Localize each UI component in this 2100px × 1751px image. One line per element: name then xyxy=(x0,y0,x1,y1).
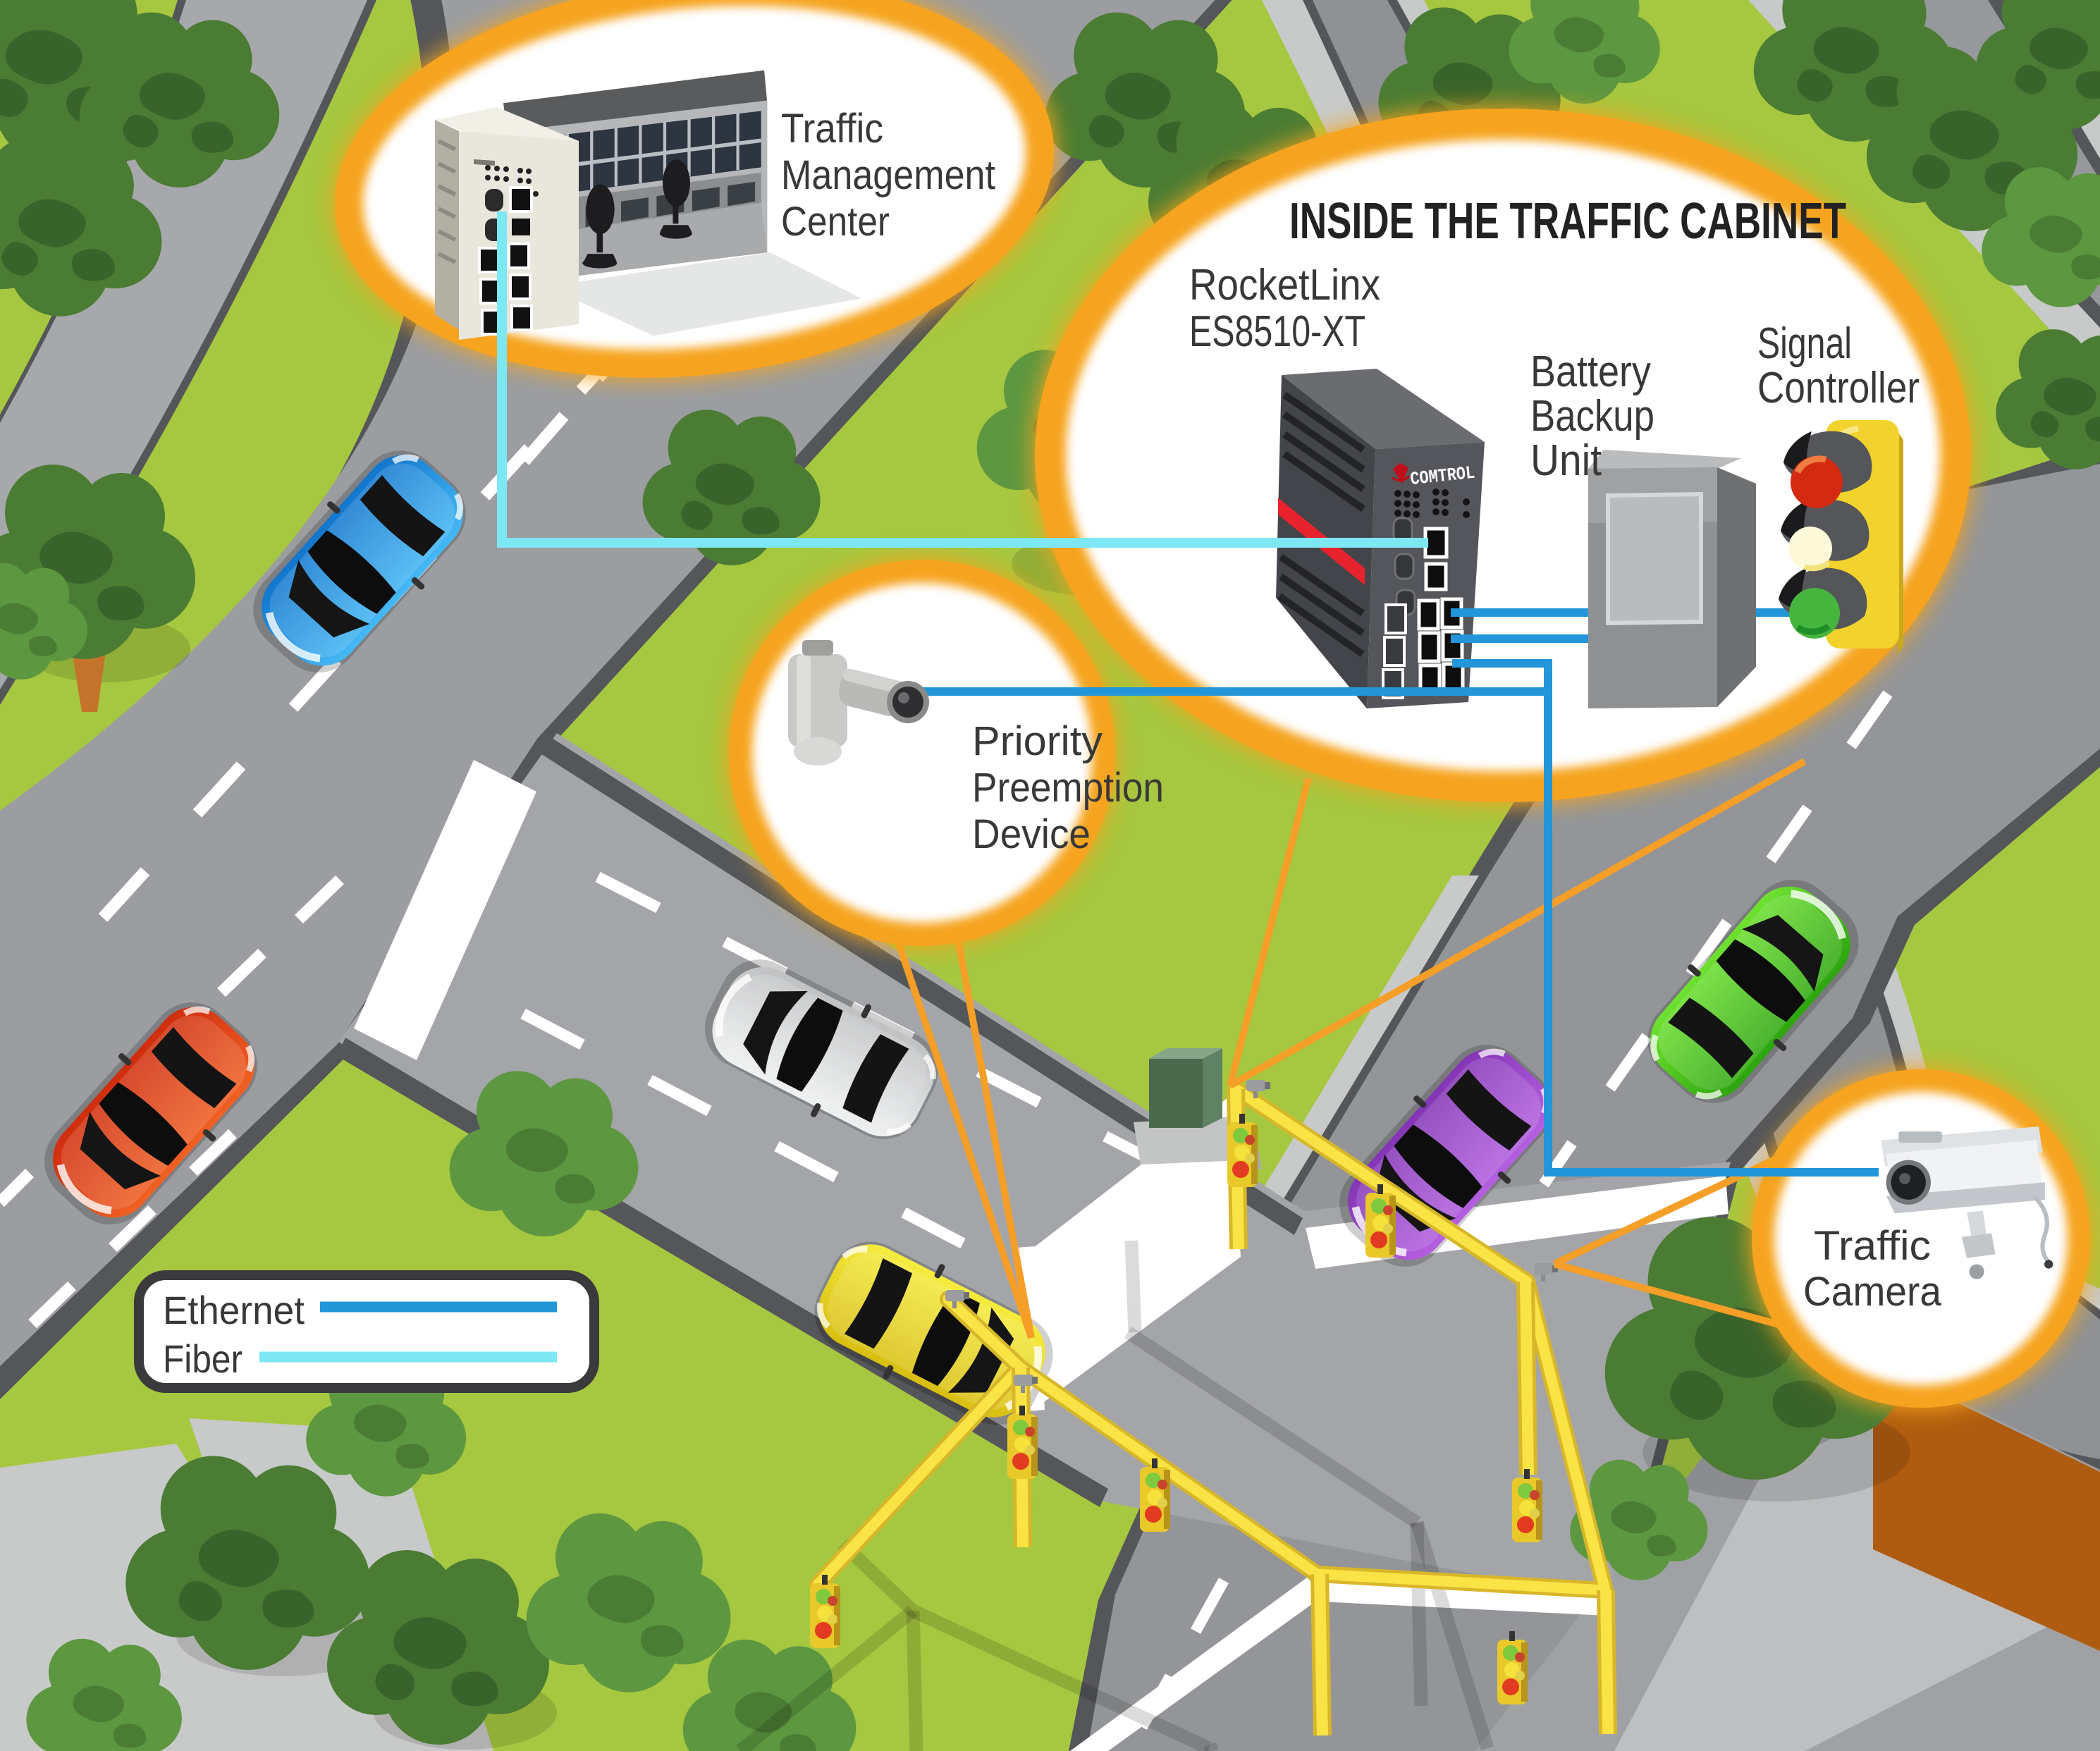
svg-text:Signal: Signal xyxy=(1757,319,1852,368)
svg-text:Traffic: Traffic xyxy=(781,106,883,152)
svg-text:Controller: Controller xyxy=(1757,364,1920,412)
svg-text:Management: Management xyxy=(781,152,995,198)
svg-text:Center: Center xyxy=(781,199,890,245)
svg-text:Fiber: Fiber xyxy=(163,1337,242,1381)
svg-text:Priority: Priority xyxy=(972,718,1103,764)
svg-text:Backup: Backup xyxy=(1530,392,1654,441)
svg-text:Unit: Unit xyxy=(1530,436,1602,485)
svg-text:Preemption: Preemption xyxy=(972,765,1164,811)
svg-text:ES8510-XT: ES8510-XT xyxy=(1189,307,1365,356)
svg-text:Ethernet: Ethernet xyxy=(163,1288,305,1332)
svg-text:INSIDE THE TRAFFIC CABINET: INSIDE THE TRAFFIC CABINET xyxy=(1289,193,1846,250)
svg-text:Battery: Battery xyxy=(1530,348,1651,396)
svg-text:Device: Device xyxy=(972,811,1091,857)
svg-text:Traffic: Traffic xyxy=(1814,1223,1931,1269)
svg-text:RocketLinx: RocketLinx xyxy=(1189,261,1380,309)
svg-text:Camera: Camera xyxy=(1803,1269,1942,1315)
